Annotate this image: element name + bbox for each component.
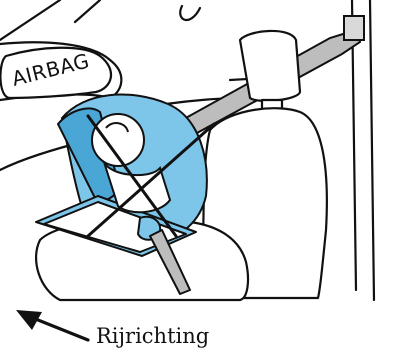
mirror-outline (180, 6, 200, 20)
windscreen-pillar-mid (75, 0, 100, 22)
direction-arrow-icon (16, 310, 88, 340)
door-edge-line (370, 0, 374, 300)
driving-direction-label: Rijrichting (96, 324, 209, 348)
windscreen-pillar-left (0, 0, 60, 40)
